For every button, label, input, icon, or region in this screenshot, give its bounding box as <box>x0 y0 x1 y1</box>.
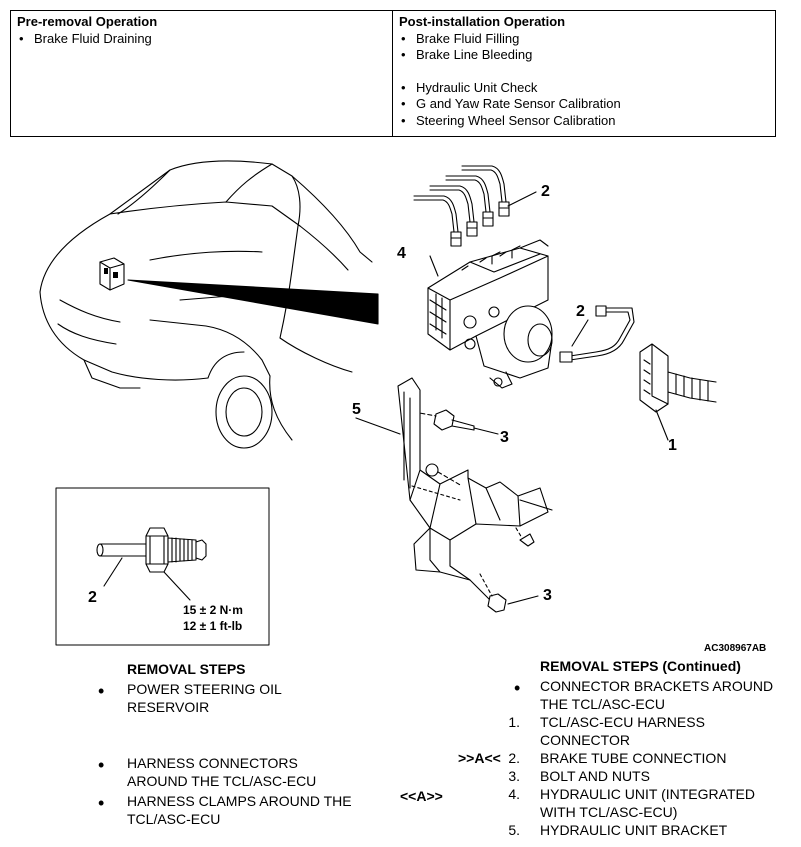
inset-frame <box>55 487 270 646</box>
step-number: 2. <box>508 750 520 766</box>
callout-1: 1 <box>668 437 677 454</box>
torque-ftlb-label: 12 ± 1 ft-lb <box>183 619 242 633</box>
step-text-line2: RESERVOIR <box>127 699 210 715</box>
step-bullet: • <box>98 793 105 813</box>
step-text-line1: BRAKE TUBE CONNECTION <box>540 750 727 766</box>
pre-removal-list: Brake Fluid Draining <box>17 31 386 48</box>
callout-5: 5 <box>352 401 361 418</box>
post-installation-item: Steering Wheel Sensor Calibration <box>399 113 769 130</box>
pre-removal-heading: Pre-removal Operation <box>17 14 158 29</box>
step-number: 3. <box>508 768 520 784</box>
operation-table: Pre-removal Operation Brake Fluid Draini… <box>10 10 776 137</box>
step-bullet: • <box>98 755 105 775</box>
step-text-line1: HARNESS CLAMPS AROUND THE <box>127 793 352 809</box>
step-text-line1: POWER STEERING OIL <box>127 681 282 697</box>
post-installation-list: Brake Fluid Filling Brake Line Bleeding … <box>399 31 769 130</box>
step-text-line2: WITH TCL/ASC-ECU) <box>540 804 678 820</box>
step-text-line2: CONNECTOR <box>540 732 630 748</box>
vehicle-drawing <box>39 160 373 449</box>
brake-tube-right <box>559 305 635 363</box>
figure-id: AC308967AB <box>704 643 766 654</box>
pre-removal-column: Pre-removal Operation Brake Fluid Draini… <box>11 11 393 136</box>
callout-2-inset: 2 <box>88 589 97 606</box>
removal-steps-continued-heading: REMOVAL STEPS (Continued) <box>540 658 741 674</box>
step-number: 1. <box>508 714 520 730</box>
removal-steps: REMOVAL STEPS • POWER STEERING OIL RESER… <box>94 660 394 840</box>
service-point-marker: <<A>> <box>400 788 443 804</box>
removal-steps-continued: REMOVAL STEPS (Continued) • CONNECTOR BR… <box>396 657 796 843</box>
removal-steps-heading: REMOVAL STEPS <box>127 661 246 677</box>
brake-tubes-top <box>413 165 537 247</box>
step-bullet: • <box>514 678 521 698</box>
step-text-line1: CONNECTOR BRACKETS AROUND <box>540 678 774 694</box>
step-text-line1: TCL/ASC-ECU HARNESS <box>540 714 705 730</box>
pre-removal-item: Brake Fluid Draining <box>17 31 386 48</box>
callout-3-lower: 3 <box>543 587 552 604</box>
callout-4: 4 <box>397 245 406 262</box>
post-installation-item: Brake Fluid Filling <box>399 31 769 48</box>
callout-2-right: 2 <box>576 303 585 320</box>
step-text-line1: HYDRAULIC UNIT (INTEGRATED <box>540 786 755 802</box>
inset-fitting-drawing <box>96 527 207 601</box>
step-number: 5. <box>508 822 520 838</box>
torque-nm-label: 15 ± 2 N·m <box>183 603 243 617</box>
hydraulic-unit-drawing <box>427 239 553 389</box>
location-indicator <box>127 279 379 325</box>
bolt-upper <box>413 409 499 435</box>
hydraulic-unit-bracket-drawing <box>355 377 553 613</box>
post-installation-item: Hydraulic Unit Check <box>399 80 769 97</box>
step-text-line1: BOLT AND NUTS <box>540 768 650 784</box>
step-text-line1: HARNESS CONNECTORS <box>127 755 298 771</box>
step-text-line2: THE TCL/ASC-ECU <box>540 696 665 712</box>
hydraulic-unit-illustration: 2 4 2 5 3 1 3 2 15 ± 2 N·m 12 ± 1 ft-lb … <box>39 160 766 654</box>
post-installation-item: G and Yaw Rate Sensor Calibration <box>399 96 769 113</box>
step-text-line2: AROUND THE TCL/ASC-ECU <box>127 773 317 789</box>
step-number: 4. <box>508 786 520 802</box>
service-point-marker: >>A<< <box>458 750 501 766</box>
harness-connector-drawing <box>639 343 717 441</box>
step-bullet: • <box>98 681 105 701</box>
unit-location-icon <box>99 257 125 291</box>
post-installation-column: Post-installation Operation Brake Fluid … <box>393 11 775 136</box>
callout-2-top: 2 <box>541 183 550 200</box>
callout-3-upper: 3 <box>500 429 509 446</box>
step-text-line2: TCL/ASC-ECU <box>127 811 221 827</box>
post-installation-heading: Post-installation Operation <box>399 14 566 29</box>
step-text-line1: HYDRAULIC UNIT BRACKET <box>540 822 728 838</box>
post-installation-item: Brake Line Bleeding <box>399 47 769 64</box>
